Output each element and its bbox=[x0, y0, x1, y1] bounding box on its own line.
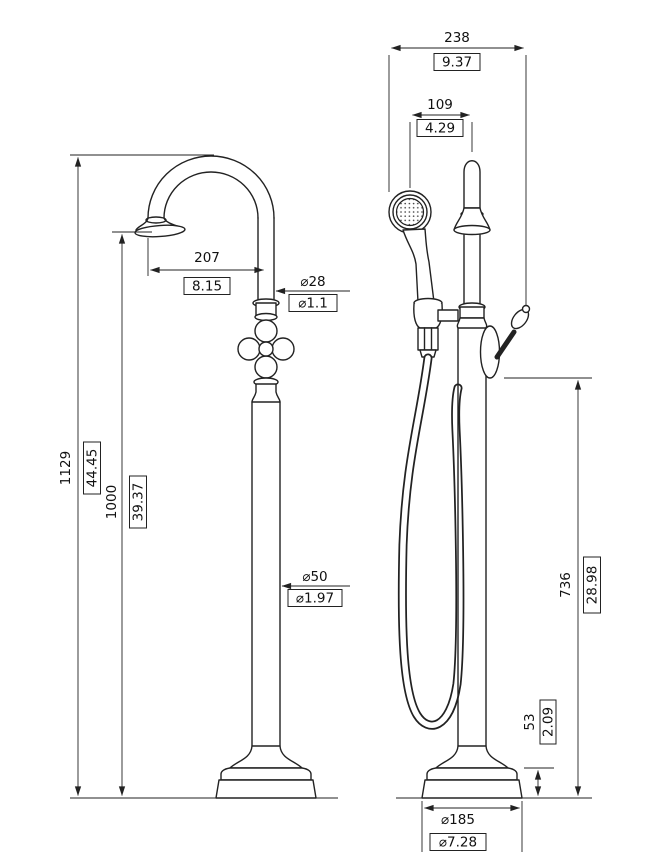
hose-nut-taper bbox=[419, 349, 437, 358]
dim-overall-depth-inch-label: 9.37 bbox=[442, 55, 472, 71]
dim-spout-height-inch-frame bbox=[129, 475, 147, 529]
dim-total-height-inch-box: 44.45 bbox=[83, 441, 101, 495]
side-view-faucet bbox=[388, 160, 531, 799]
handle-lobe-left bbox=[237, 337, 261, 361]
front-base bbox=[215, 745, 317, 799]
dim-spout-diameter-mm-label: ⌀28 bbox=[300, 274, 325, 290]
dim-total-height: 1129 44.45 bbox=[58, 154, 214, 796]
cross-handle-assembly bbox=[237, 298, 295, 403]
dim-base-height: 53 2.09 bbox=[522, 699, 557, 796]
dim-spout-reach: 207 8.15 bbox=[147, 238, 264, 295]
dim-base-height-inch-frame bbox=[539, 699, 557, 745]
cradle-arm bbox=[437, 309, 459, 322]
dim-base-height-inch-label: 2.09 bbox=[541, 707, 557, 737]
dim-handshower-offset-mm-label: 109 bbox=[427, 97, 453, 113]
side-column-flare bbox=[456, 317, 488, 329]
handle-lobe-bottom bbox=[254, 355, 278, 379]
side-base-ring bbox=[426, 767, 518, 781]
side-column bbox=[456, 302, 488, 747]
side-base-plinth bbox=[421, 779, 523, 799]
spout-outer-arc bbox=[147, 155, 275, 219]
dim-column-diameter-mm-label: ⌀50 bbox=[302, 569, 327, 585]
spout-bell-collar bbox=[145, 216, 167, 224]
dim-base-diameter-inch-box: ⌀7.28 bbox=[429, 833, 487, 851]
dim-handshower-offset-inch-box: 4.29 bbox=[416, 119, 464, 137]
dim-spout-diameter-inch-box: ⌀1.1 bbox=[288, 294, 338, 312]
dim-overall-depth-mm-label: 238 bbox=[444, 30, 470, 46]
handle-lobe-right bbox=[271, 337, 295, 361]
front-column bbox=[251, 401, 281, 747]
dim-column-diameter-inch-box: ⌀1.97 bbox=[287, 589, 343, 607]
dim-body-height: 736 28.98 bbox=[504, 377, 601, 796]
dim-base-height-inch-box: 2.09 bbox=[539, 699, 557, 745]
dim-spout-height-inch-box: 39.37 bbox=[129, 475, 147, 529]
dim-body-height-inch-box: 28.98 bbox=[583, 556, 601, 614]
spout-bell-left bbox=[135, 217, 149, 231]
handshower bbox=[388, 190, 459, 358]
dim-base-diameter-inch-label: ⌀7.28 bbox=[439, 835, 477, 851]
lever-rosette bbox=[479, 325, 501, 379]
base-plinth bbox=[215, 779, 317, 799]
side-base bbox=[421, 745, 523, 799]
dim-base-diameter: ⌀185 ⌀7.28 bbox=[421, 801, 523, 852]
gooseneck-spout bbox=[134, 155, 275, 301]
handshower-spray-face bbox=[395, 197, 425, 227]
dim-spout-diameter: ⌀28 ⌀1.1 bbox=[275, 274, 350, 312]
dim-column-diameter: ⌀50 ⌀1.97 bbox=[281, 569, 350, 607]
dim-handshower-offset: 109 4.29 bbox=[409, 97, 473, 188]
spout-outlet-rim bbox=[134, 224, 186, 238]
handle-hub bbox=[258, 341, 274, 357]
lever-handle bbox=[479, 304, 531, 379]
dim-overall-depth: 238 9.37 bbox=[388, 30, 527, 306]
dim-base-diameter-inch-frame bbox=[429, 833, 487, 851]
dim-total-height-inch-label: 44.45 bbox=[85, 449, 101, 488]
dim-spout-height: 1000 39.37 bbox=[104, 231, 152, 796]
dim-overall-depth-inch-box: 9.37 bbox=[433, 53, 481, 71]
dim-spout-diameter-inch-label: ⌀1.1 bbox=[298, 296, 328, 312]
dim-spout-reach-mm-label: 207 bbox=[194, 250, 220, 266]
dim-total-height-inch-frame bbox=[83, 441, 101, 495]
dim-body-height-inch-frame bbox=[583, 556, 601, 614]
dim-spout-diameter-inch-frame bbox=[288, 294, 338, 312]
dim-overall-depth-inch-frame bbox=[433, 53, 481, 71]
handle-lobe-top bbox=[254, 319, 278, 343]
side-column-neck bbox=[459, 306, 485, 319]
spout-inner-arc bbox=[163, 171, 259, 219]
hose-nut bbox=[417, 327, 439, 351]
dim-column-diameter-inch-label: ⌀1.97 bbox=[296, 591, 334, 607]
base-ring bbox=[220, 767, 312, 781]
dim-total-height-mm-label: 1129 bbox=[58, 451, 74, 485]
dim-handshower-offset-inch-frame bbox=[416, 119, 464, 137]
dim-spout-reach-inch-box: 8.15 bbox=[183, 277, 231, 295]
shower-hose bbox=[397, 353, 465, 730]
side-spout-rim bbox=[453, 224, 491, 236]
side-spout-neck bbox=[463, 160, 481, 209]
dim-base-height-mm-label: 53 bbox=[522, 713, 538, 730]
dim-handshower-offset-inch-label: 4.29 bbox=[425, 121, 455, 137]
front-view-faucet bbox=[134, 155, 317, 799]
side-spout bbox=[453, 160, 491, 306]
dim-column-diameter-inch-frame bbox=[287, 589, 343, 607]
dim-base-diameter-mm-label: ⌀185 bbox=[441, 812, 475, 828]
dim-spout-height-mm-label: 1000 bbox=[104, 485, 120, 519]
dim-spout-reach-inch-label: 8.15 bbox=[192, 279, 222, 295]
dim-body-height-inch-label: 28.98 bbox=[585, 566, 601, 605]
dim-spout-height-inch-label: 39.37 bbox=[131, 483, 147, 522]
lever-arm bbox=[494, 329, 517, 360]
dim-spout-reach-inch-frame bbox=[183, 277, 231, 295]
lever-tip bbox=[521, 304, 531, 314]
handle-base-flare bbox=[251, 383, 281, 403]
hose-inner bbox=[399, 355, 463, 728]
dim-body-height-mm-label: 736 bbox=[558, 572, 574, 598]
